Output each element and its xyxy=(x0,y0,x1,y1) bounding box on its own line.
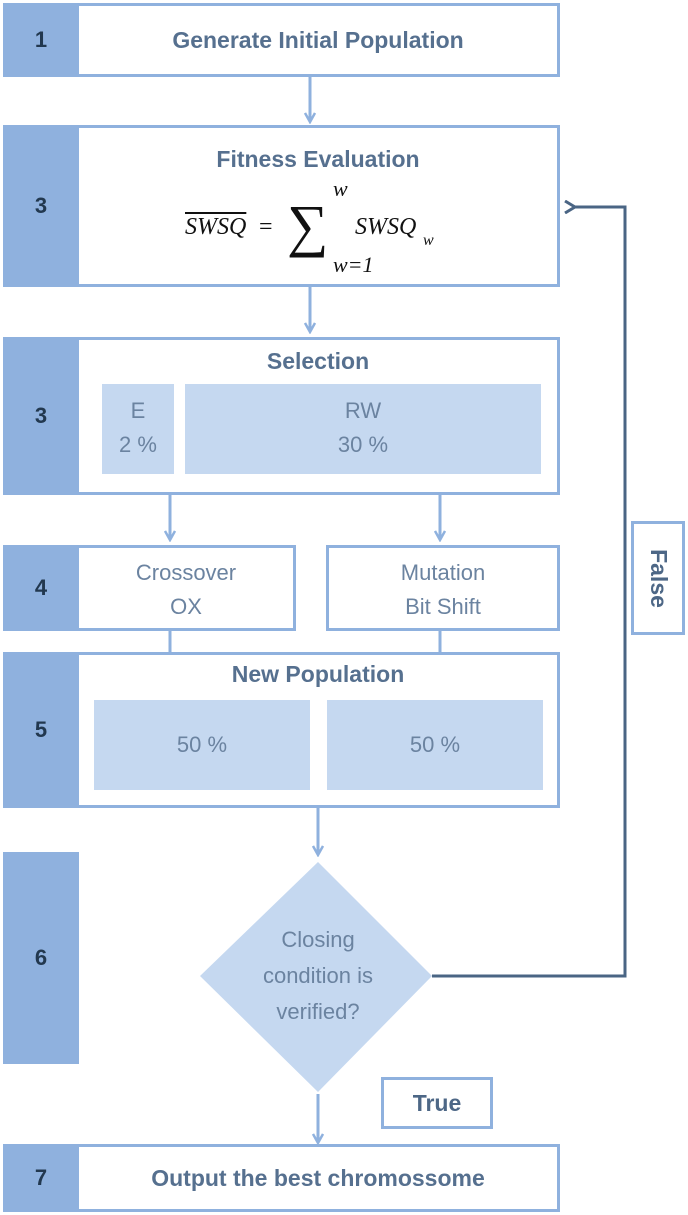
formula-equals: = xyxy=(259,214,273,240)
new-population-title: New Population xyxy=(231,661,405,687)
new-pop-mutation-share: 50 % xyxy=(327,700,543,790)
elitism-label: E xyxy=(130,398,146,423)
output-title: Output the best chromossome xyxy=(151,1164,485,1191)
generate-population-title: Generate Initial Population xyxy=(172,26,464,53)
crossover-method: OX xyxy=(170,594,202,619)
sum-upper-limit: w xyxy=(333,176,348,201)
false-branch-label: False xyxy=(631,521,685,635)
false-loop-arrow xyxy=(432,207,627,978)
elitism-value: 2 % xyxy=(119,432,157,457)
step-number-6: 6 xyxy=(3,852,79,1064)
selection-title: Selection xyxy=(266,348,370,374)
formula-subscript: w xyxy=(423,232,434,249)
true-branch-label: True xyxy=(381,1077,493,1129)
selection-elitism-cell: E 2 % xyxy=(102,384,174,474)
generate-population-box: Generate Initial Population xyxy=(76,3,560,77)
fitness-evaluation-title: Fitness Evaluation xyxy=(216,146,420,172)
output-box: Output the best chromossome xyxy=(76,1144,560,1212)
decision-text: Closing condition is verified? xyxy=(262,927,374,1024)
mutation-label: Mutation xyxy=(400,560,486,585)
selection-box: Selection E 2 % RW 30 % xyxy=(76,337,560,495)
step-number-1: 1 xyxy=(3,3,79,77)
step-number-4: 4 xyxy=(3,545,79,631)
mutation-box: Mutation Bit Shift xyxy=(326,545,560,631)
step-number-7: 7 xyxy=(3,1144,79,1212)
mutation-method: Bit Shift xyxy=(405,594,481,619)
step-number-5: 5 xyxy=(3,652,79,808)
crossover-box: Crossover OX xyxy=(76,545,296,631)
fitness-evaluation-box: Fitness Evaluation SWSQ = ∑ w w=1 SWSQ w xyxy=(76,125,560,287)
decision-diamond xyxy=(200,862,432,1092)
formula-term: SWSQ xyxy=(355,214,417,240)
selection-roulette-cell: RW 30 % xyxy=(185,384,541,474)
new-pop-crossover-share: 50 % xyxy=(94,700,310,790)
step-number-fitness: 3 xyxy=(3,125,79,287)
step-number-selection: 3 xyxy=(3,337,79,495)
sum-sigma: ∑ xyxy=(287,193,329,258)
crossover-label: Crossover xyxy=(135,560,237,585)
new-population-box: New Population 50 % 50 % xyxy=(76,652,560,808)
roulette-value: 30 % xyxy=(337,432,389,457)
sum-lower-limit: w=1 xyxy=(333,252,374,277)
roulette-label: RW xyxy=(344,398,382,423)
formula-lhs: SWSQ xyxy=(185,214,247,240)
fitness-formula: SWSQ = ∑ w w=1 SWSQ w xyxy=(79,128,557,284)
